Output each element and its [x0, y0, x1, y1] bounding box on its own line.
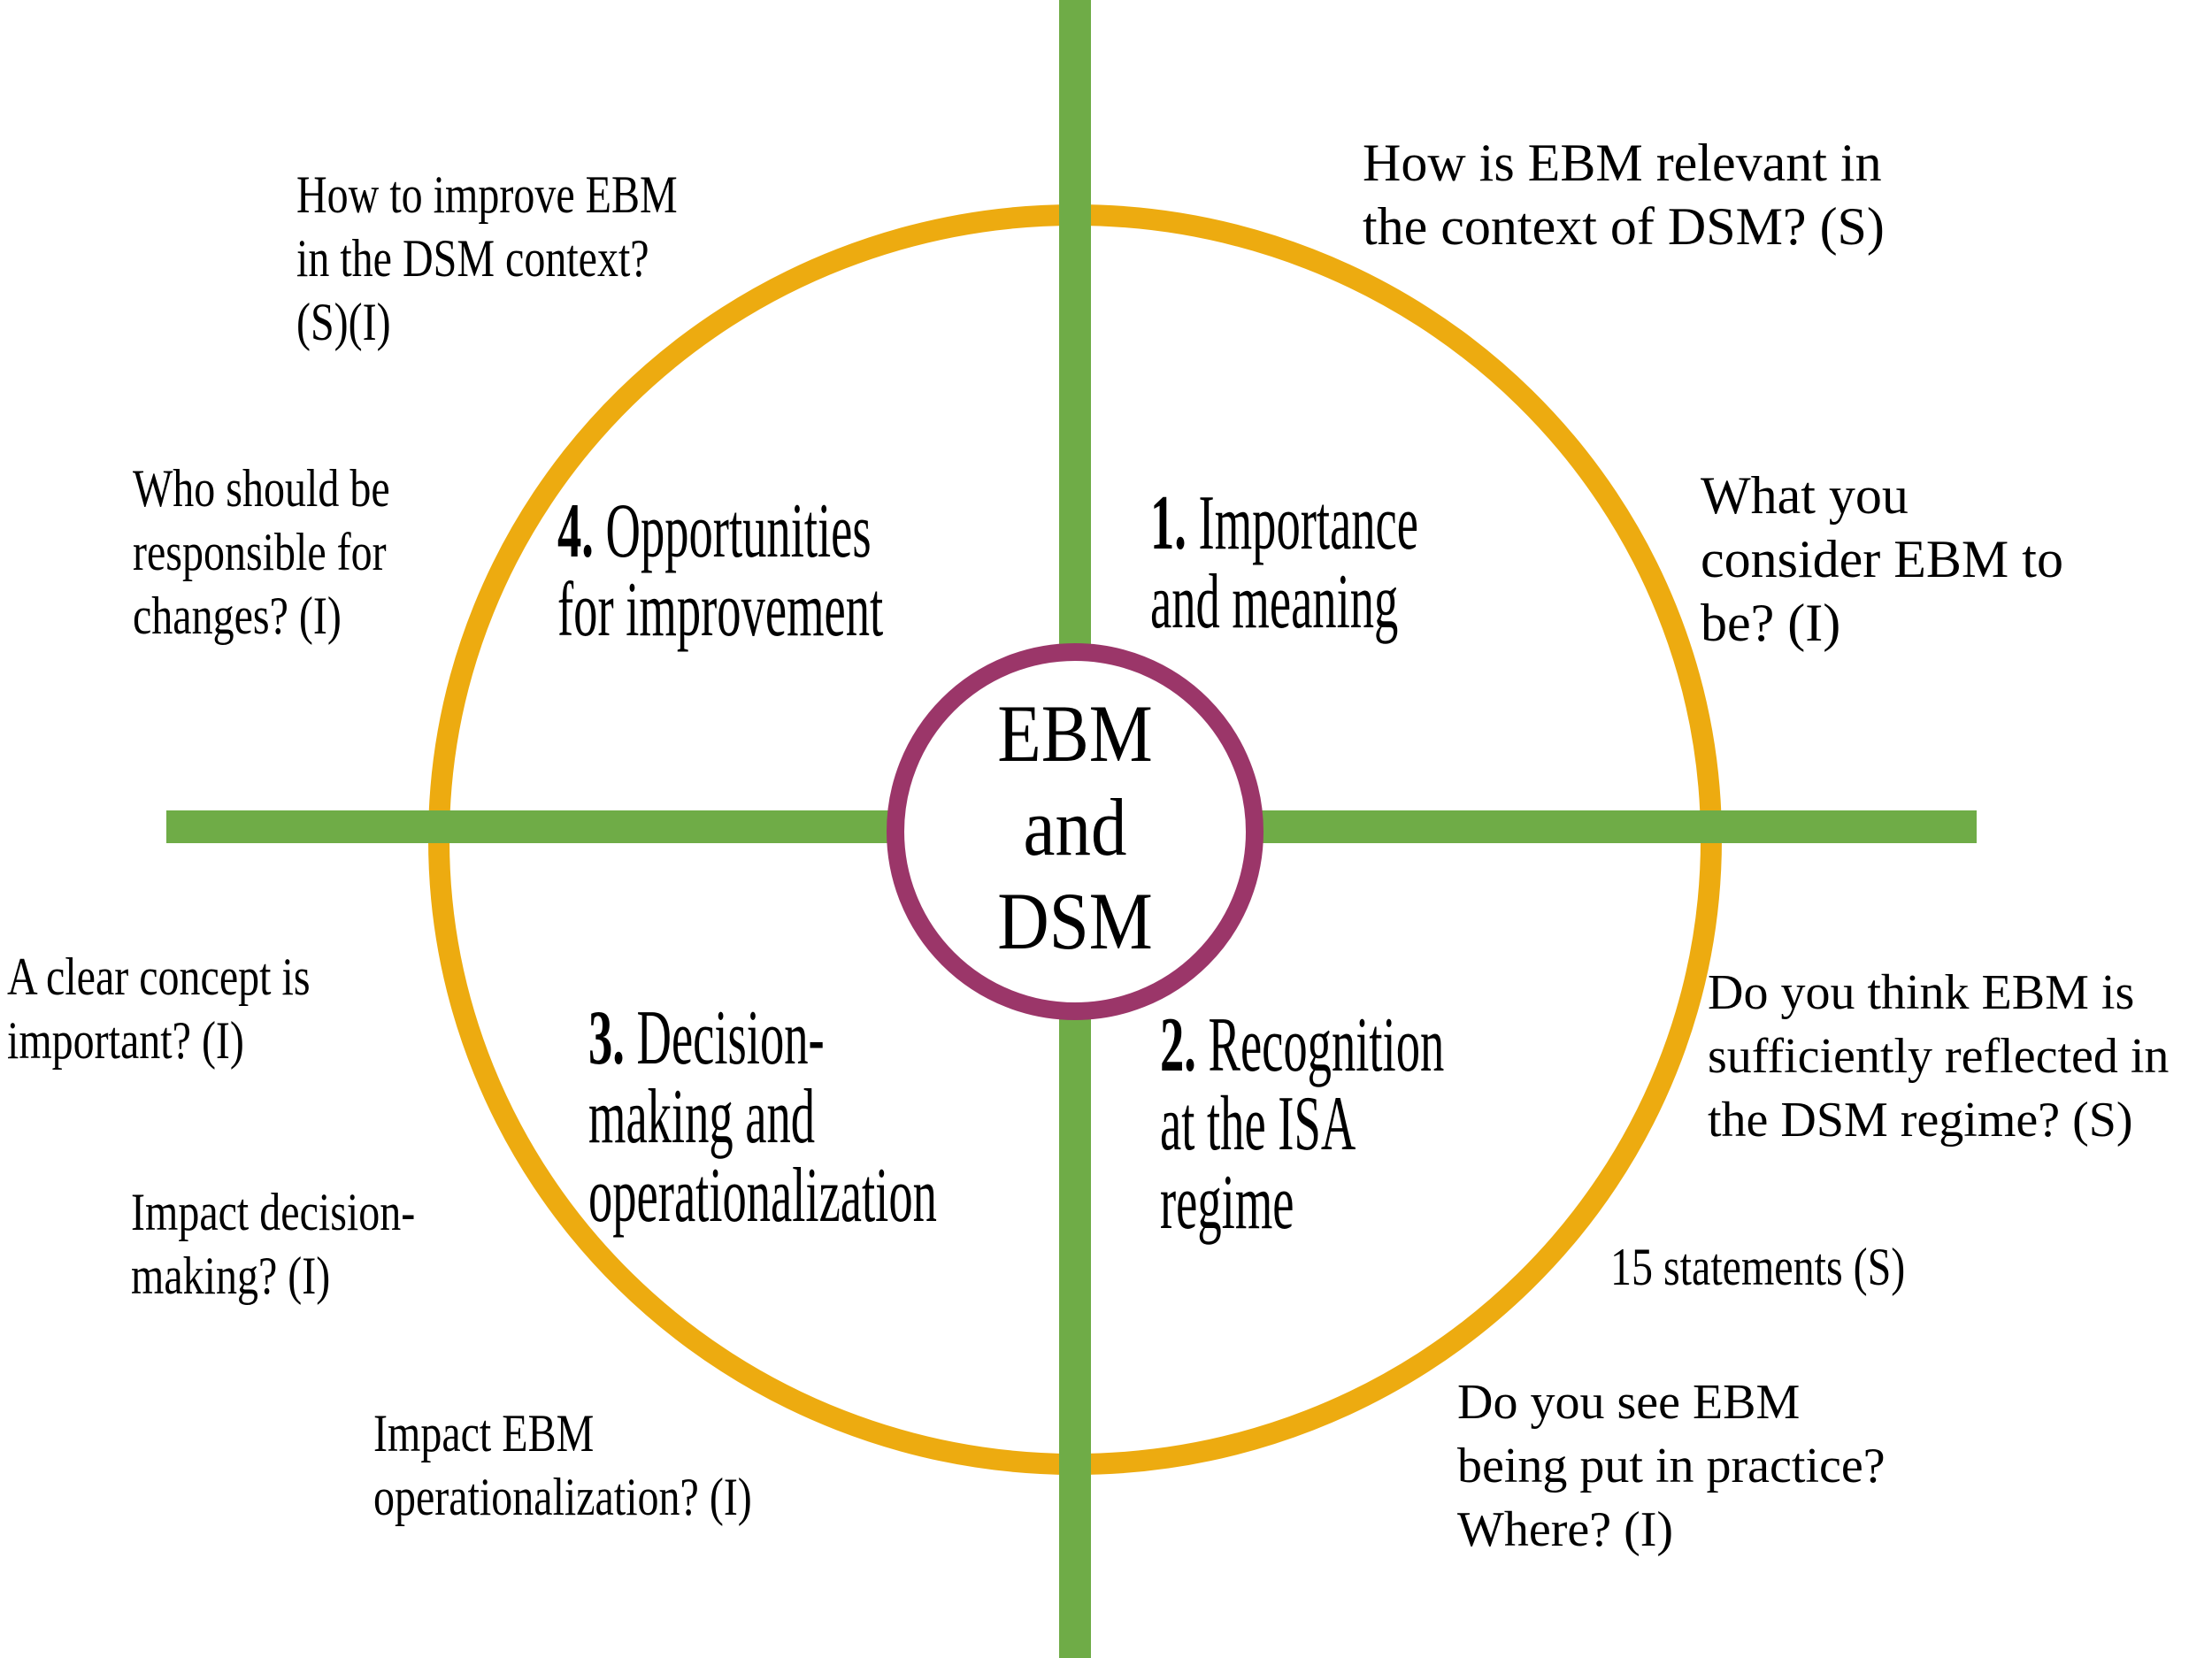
quadrant-label-2-recognition-isa-regime: 2. Recognition at the ISA regime: [1160, 1006, 1444, 1242]
annotation-line: the DSM regime? (S): [1708, 1093, 2133, 1148]
annotation-line: Who should be: [133, 459, 390, 518]
annotation-line: changes? (I): [133, 587, 342, 645]
annotation-line: Impact EBM: [373, 1404, 595, 1462]
quadrant-label-3-decision-making-operationalization: 3. Decision- making and operationalizati…: [588, 999, 937, 1235]
annotation-line: making? (I): [131, 1247, 331, 1305]
annotation-line: Where? (I): [1457, 1502, 1674, 1557]
quadrant-label-4-opportunities-improvement: 4. Opportunities for improvement: [557, 492, 883, 649]
quadrant-title-line: Importance: [1186, 480, 1418, 566]
center-circle-label: EBM and DSM: [919, 687, 1231, 968]
quadrant-title-line: and meaning: [1150, 559, 1399, 645]
center-label-line: and: [1023, 782, 1127, 872]
annotation-15-statements: 15 statements (S): [1610, 1235, 1905, 1299]
center-circle: [887, 643, 1263, 1020]
quadrant-number: 1.: [1150, 480, 1187, 566]
annotation-line: operationalization? (I): [373, 1468, 752, 1526]
annotation-line: 15 statements (S): [1610, 1238, 1906, 1296]
annotation-ebm-put-in-practice: Do you see EBM being put in practice? Wh…: [1457, 1370, 1886, 1562]
annotation-line: Do you see EBM: [1457, 1375, 1801, 1430]
annotation-line: Do you think EBM is: [1708, 965, 2135, 1020]
quadrant-title-line: Decision-: [624, 995, 825, 1081]
annotation-line: in the DSM context?: [296, 229, 649, 288]
annotation-line: consider EBM to: [1701, 530, 2063, 588]
center-label-line: DSM: [997, 876, 1153, 966]
quadrant-title-line: making and: [588, 1074, 816, 1160]
annotation-impact-decision-making: Impact decision- making? (I): [131, 1180, 415, 1308]
annotation-line: Impact decision-: [131, 1183, 416, 1241]
annotation-ebm-relevant-dsm: How is EBM relevant in the context of DS…: [1363, 131, 1885, 258]
quadrant-title-line: regime: [1160, 1160, 1294, 1246]
annotation-line: How is EBM relevant in: [1363, 134, 1882, 192]
annotation-who-responsible-changes: Who should be responsible for changes? (…: [133, 457, 390, 648]
quadrant-title-line: for improvement: [557, 567, 884, 653]
annotation-line: responsible for: [133, 523, 387, 581]
annotation-line: (S)(I): [296, 293, 391, 351]
quadrant-number: 4.: [557, 488, 594, 574]
center-label-line: EBM: [997, 688, 1153, 779]
quadrant-label-1-importance-and-meaning: 1. Importance and meaning: [1150, 484, 1418, 641]
quadrant-number: 3.: [588, 995, 625, 1081]
quadrant-number: 2.: [1160, 1002, 1196, 1088]
annotation-line: the context of DSM? (S): [1363, 197, 1885, 256]
quadrant-title-line: at the ISA: [1160, 1081, 1356, 1167]
annotation-line: How to improve EBM: [296, 165, 678, 224]
annotation-line: sufficiently reflected in: [1708, 1029, 2170, 1084]
annotation-line: What you: [1701, 466, 1909, 525]
annotation-line: being put in practice?: [1457, 1439, 1886, 1493]
quadrant-title-line: Recognition: [1195, 1002, 1445, 1088]
quadrant-title-line: operationalization: [588, 1153, 937, 1239]
annotation-line: important? (I): [7, 1011, 244, 1070]
annotation-what-you-consider-ebm: What you consider EBM to be? (I): [1701, 464, 2063, 655]
annotation-line: be? (I): [1701, 594, 1841, 652]
quadrant-title-line: Opportunities: [593, 488, 872, 574]
annotation-improve-ebm-dsm-context: How to improve EBM in the DSM context? (…: [296, 163, 678, 354]
annotation-line: A clear concept is: [7, 948, 311, 1006]
annotation-impact-ebm-operationalization: Impact EBM operationalization? (I): [373, 1401, 752, 1529]
annotation-ebm-sufficiently-reflected: Do you think EBM is sufficiently reflect…: [1708, 961, 2169, 1152]
annotation-clear-concept-important: A clear concept is important? (I): [7, 945, 311, 1072]
